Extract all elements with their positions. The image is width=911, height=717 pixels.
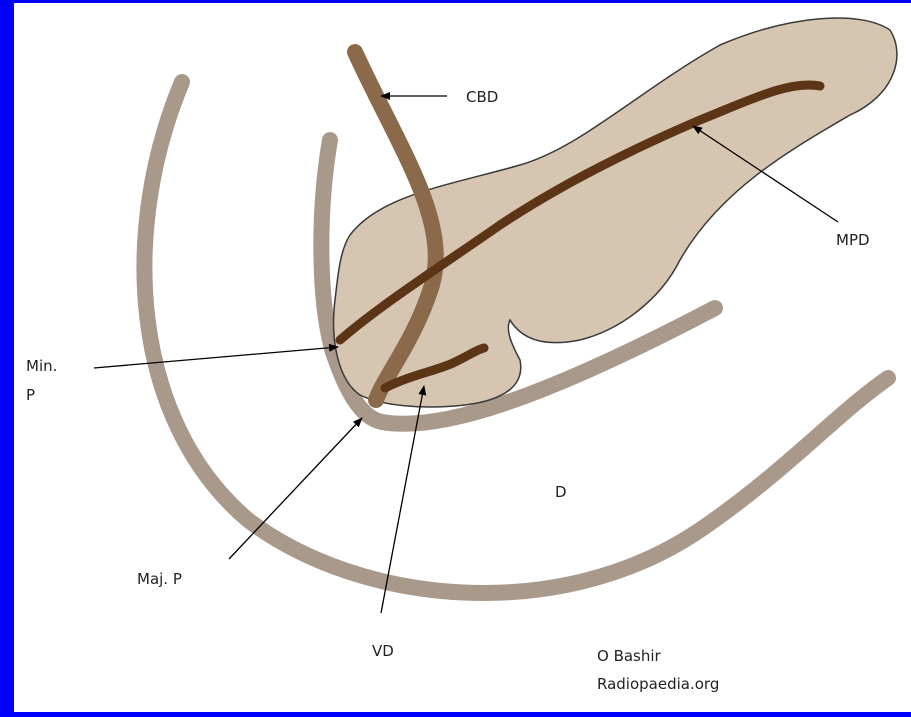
credit-source: Radiopaedia.org <box>597 675 719 693</box>
label-min-p-line2: P <box>26 386 35 404</box>
label-min-p-line1: Min. <box>26 357 57 375</box>
label-vd: VD <box>372 642 394 660</box>
label-mpd: MPD <box>836 231 870 249</box>
credit-author: O Bashir <box>597 647 662 665</box>
label-maj-p: Maj. P <box>137 570 182 588</box>
label-d: D <box>555 483 567 501</box>
label-cbd: CBD <box>466 88 498 106</box>
